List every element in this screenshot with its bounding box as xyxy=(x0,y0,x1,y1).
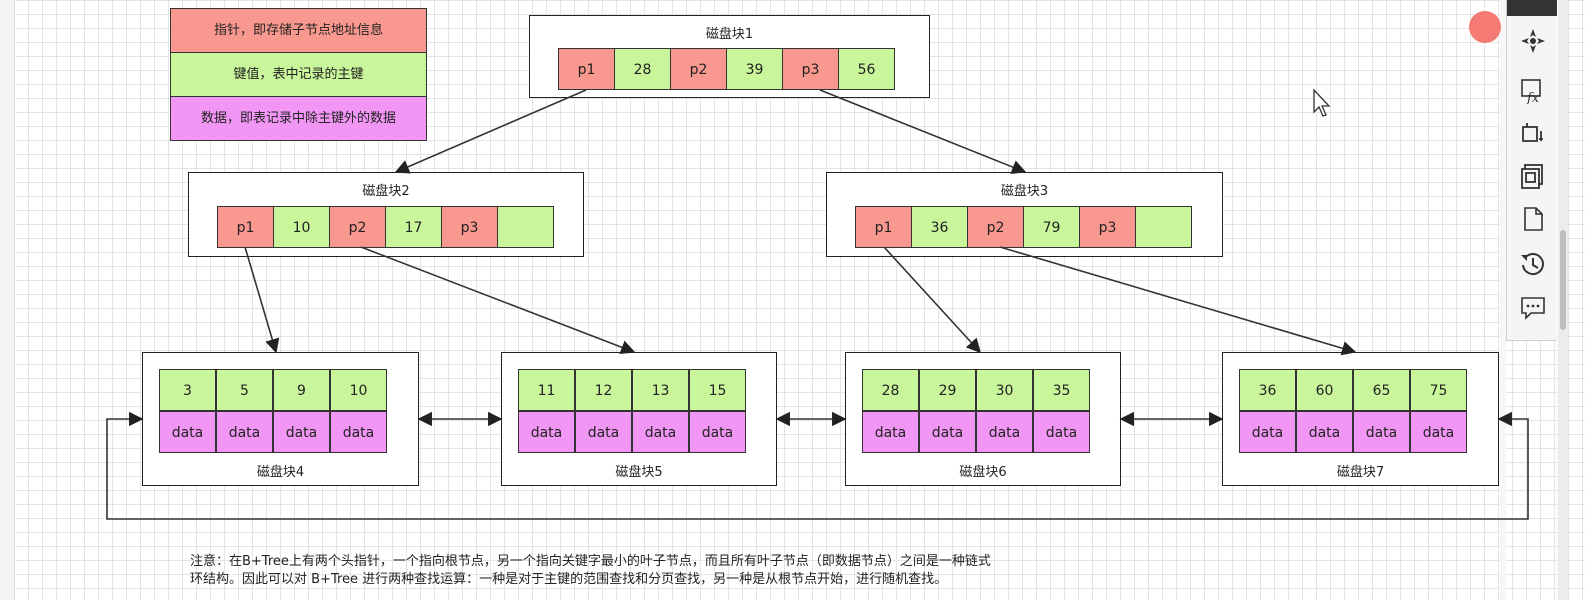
block5-key-2: 12 xyxy=(575,369,632,411)
disk-block-2-title: 磁盘块2 xyxy=(362,184,410,199)
page-icon[interactable] xyxy=(1519,205,1547,233)
arrow-block1-to-block2 xyxy=(394,89,587,174)
block2-cell-p3: p3 xyxy=(441,206,498,248)
arrow-block3-to-block7 xyxy=(999,246,1357,356)
legend: 指针，即存储子节点地址信息 键值，表中记录的主键 数据，即表记录中除主键外的数据 xyxy=(170,8,427,141)
block4-key-3: 9 xyxy=(273,369,330,411)
block7-key-4: 75 xyxy=(1410,369,1467,411)
toolbar-topbar xyxy=(1507,0,1557,16)
block1-cell-key-1: 28 xyxy=(614,48,671,90)
block3-cell-key-1: 36 xyxy=(911,206,968,248)
block6-key-3: 30 xyxy=(976,369,1033,411)
note-line-2: 环结构。因此可以对 B+Tree 进行两种查找运算：一种是对于主键的范围查找和分… xyxy=(190,572,948,587)
block3-cell-key-3 xyxy=(1135,206,1192,248)
right-toolbar: fx xyxy=(1506,0,1557,341)
disk-block-7-title: 磁盘块7 xyxy=(1336,465,1385,480)
block2-cell-p2: p2 xyxy=(329,206,386,248)
block1-cell-key-3: 56 xyxy=(838,48,895,90)
block7-key-2: 60 xyxy=(1296,369,1353,411)
block3-cell-p1: p1 xyxy=(855,206,912,248)
crop-icon[interactable] xyxy=(1519,119,1547,147)
disk-block-4-title: 磁盘块4 xyxy=(256,465,305,480)
block1-cell-key-2: 39 xyxy=(726,48,783,90)
formula-icon[interactable]: fx xyxy=(1519,76,1547,104)
block4-key-1: 3 xyxy=(159,369,216,411)
loop-link-block7-to-block4 xyxy=(106,411,1529,520)
canvas-edge xyxy=(1500,0,1506,600)
block6-key-4: 35 xyxy=(1033,369,1090,411)
legend-key: 键值，表中记录的主键 xyxy=(171,53,426,97)
disk-block-3-title: 磁盘块3 xyxy=(1000,184,1049,199)
scrollbar-thumb[interactable] xyxy=(1560,230,1566,330)
block1-cell-p2: p2 xyxy=(670,48,727,90)
arrow-block1-to-block3 xyxy=(819,89,1027,174)
block4-key-2: 5 xyxy=(216,369,273,411)
block2-cell-key-3 xyxy=(497,206,554,248)
disk-block-5-title: 磁盘块5 xyxy=(615,465,663,480)
block7-key-1: 36 xyxy=(1239,369,1296,411)
comment-icon[interactable] xyxy=(1519,294,1547,322)
mouse-cursor-icon xyxy=(1313,88,1331,117)
arrow-block2-to-block4 xyxy=(244,246,280,354)
block7-key-3: 65 xyxy=(1353,369,1410,411)
svg-text:fx: fx xyxy=(1526,91,1540,104)
history-icon[interactable] xyxy=(1519,250,1547,278)
disk-block-1[interactable]: 磁盘块1 p1 28 p2 39 p3 56 xyxy=(529,15,930,98)
disk-block-3[interactable]: 磁盘块3 p1 36 p2 79 p3 xyxy=(826,172,1223,257)
note-line-1: 注意：在B+Tree上有两个头指针，一个指向根节点，另一个指向关键字最小的叶子节… xyxy=(190,554,991,569)
layers-icon[interactable] xyxy=(1519,162,1547,190)
navigate-icon[interactable] xyxy=(1519,27,1547,55)
block1-cell-p1: p1 xyxy=(558,48,615,90)
block2-cell-key-2: 17 xyxy=(385,206,442,248)
block1-cell-p3: p3 xyxy=(782,48,839,90)
block6-key-1: 28 xyxy=(862,369,919,411)
arrow-block2-to-block5 xyxy=(360,246,636,355)
block5-key-4: 15 xyxy=(689,369,746,411)
legend-pointer: 指针，即存储子节点地址信息 xyxy=(171,9,426,53)
disk-block-2[interactable]: 磁盘块2 p1 10 p2 17 p3 xyxy=(188,172,584,257)
block5-key-1: 11 xyxy=(518,369,575,411)
record-indicator-dot[interactable] xyxy=(1469,11,1501,43)
block4-key-4: 10 xyxy=(330,369,387,411)
disk-block-1-title: 磁盘块1 xyxy=(705,27,754,42)
left-strip xyxy=(0,0,15,600)
block6-key-2: 29 xyxy=(919,369,976,411)
block5-key-3: 13 xyxy=(632,369,689,411)
block3-cell-p3: p3 xyxy=(1079,206,1136,248)
disk-block-6-title: 磁盘块6 xyxy=(959,465,1007,480)
arrow-block3-to-block6 xyxy=(883,246,981,354)
block3-cell-p2: p2 xyxy=(967,206,1024,248)
block2-cell-key-1: 10 xyxy=(273,206,330,248)
legend-data: 数据，即表记录中除主键外的数据 xyxy=(171,97,426,140)
note-text: 注意：在B+Tree上有两个头指针，一个指向根节点，另一个指向关键字最小的叶子节… xyxy=(190,553,991,589)
block3-cell-key-2: 79 xyxy=(1023,206,1080,248)
